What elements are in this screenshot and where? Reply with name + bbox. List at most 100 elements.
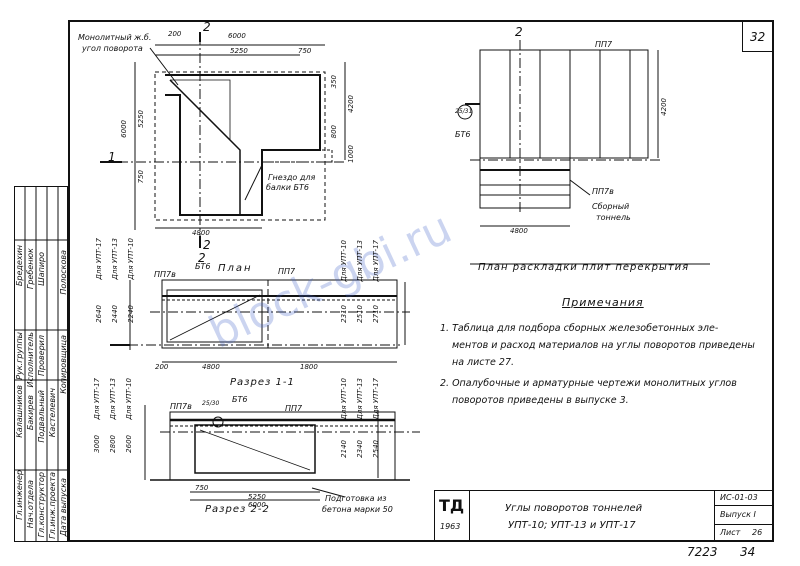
sidebar-name-4: Кастелевич (48, 388, 57, 438)
dim-1000: 1000 (347, 145, 355, 163)
section22-title: Разрез 2-2 (205, 504, 270, 515)
callout-monolith: Монолитный ж.б. (78, 33, 152, 42)
sidebar-name-3: Подвальный (37, 390, 46, 443)
dim-5250: 5250 (230, 47, 248, 55)
sidebar-col2-2: Исполнитель (26, 332, 35, 388)
dim-6000v: 6000 (120, 120, 128, 138)
s22-label-pp7: ПП7 (285, 404, 303, 413)
plan-v-2510: 2510 (356, 305, 364, 323)
s22-note-prep: Подготовка из (325, 494, 387, 503)
slab-label-pp7: ПП7 (595, 40, 613, 49)
s22-dim-3000: 3000 (93, 435, 101, 453)
s22-dim-2540: 2540 (372, 440, 380, 458)
plan-section-mark-2: 2 (198, 251, 206, 265)
slab-layout-title: План раскладки плит перекрытия (478, 262, 690, 273)
callout-socket-2: балки БТ6 (266, 183, 309, 192)
plan-v-2310: 2310 (340, 305, 348, 323)
notes-line-5: поворотов приведены в выпуске 3. (452, 395, 629, 406)
slab-label-pp7b: ПП7в (592, 187, 614, 196)
s22-label-bt6: БТ6 (232, 395, 248, 404)
sheet-frame (68, 20, 774, 542)
plan-label-pp7b: ПП7в (154, 270, 176, 279)
plan-dim-200: 200 (155, 363, 169, 371)
plan-label-pp7: ПП7 (278, 267, 296, 276)
s22-col-upt13-left: Для УПТ-13 (109, 378, 117, 420)
plan-col-upt17-right: Для УПТ-17 (372, 240, 380, 282)
s22-dim-2600: 2600 (125, 435, 133, 453)
sidebar-col3-1: Копировщица (59, 335, 68, 394)
dim-4800: 4800 (192, 229, 210, 237)
sidebar-col2name-3: Шапиро (37, 252, 46, 286)
plan-col-upt17-left: Для УПТ-17 (95, 238, 103, 280)
slab-section-mark-2: 2 (515, 25, 523, 39)
dim-800: 800 (330, 125, 338, 139)
plan-outline (154, 71, 326, 221)
slab-label-bt6: БТ6 (455, 130, 471, 139)
plan-v-2710: 2710 (372, 305, 380, 323)
s22-col-upt17-left: Для УПТ-17 (93, 378, 101, 420)
dim-5250v: 5250 (137, 110, 145, 128)
plan-section-outline (161, 279, 398, 349)
plan-col-upt10-left: Для УПТ-10 (127, 238, 135, 280)
plan-dim-1800: 1800 (300, 363, 318, 371)
plan-col-upt13-right: Для УПТ-13 (356, 240, 364, 282)
s22-dim-5250: 5250 (248, 493, 266, 501)
s22-dim-6000: 6000 (248, 501, 266, 509)
notes-line-1: 1. Таблица для подбора сборных железобет… (440, 323, 719, 334)
s22-dim-750: 750 (195, 484, 209, 492)
dim-6000: 6000 (228, 32, 246, 40)
sidebar-role-5: Дата выпуска (59, 478, 68, 537)
s22-col-upt10-right: Для УПТ-10 (340, 378, 348, 420)
sidebar-role-4: Гл.инж.проекта (48, 472, 57, 539)
title-block-row-1 (714, 490, 774, 506)
sidebar-col2-1: Рук.группы (15, 332, 24, 380)
s22-note-prep-2: бетона марки 50 (322, 505, 393, 514)
s22-col-upt17-right: Для УПТ-17 (372, 378, 380, 420)
sidebar-col2name-1: Бредехин (15, 245, 24, 287)
bottom-page: 34 (740, 545, 756, 559)
plan-v-2640: 2640 (95, 305, 103, 323)
plan-v-2240: 2240 (127, 305, 135, 323)
section-mark-1-left: 1 (108, 150, 116, 164)
section11-title: Разрез 1-1 (230, 377, 295, 388)
plan-col-upt13-left: Для УПТ-13 (111, 238, 119, 280)
dim-750: 750 (298, 47, 312, 55)
title-block-code: ИС-01-03 (720, 493, 758, 502)
dim-750v: 750 (137, 170, 145, 184)
title-block-title-2: УПТ-10; УПТ-13 и УПТ-17 (508, 520, 636, 531)
title-block-sheet-label: Лист (720, 528, 741, 537)
slab-callout-code: 25/31 (455, 108, 473, 115)
title-block-sheet-no: 26 (752, 528, 763, 537)
title-block-issue: Выпуск I (720, 510, 756, 519)
title-block-title-1: Углы поворотов тоннелей (505, 503, 643, 514)
bottom-code: 7223 (687, 545, 718, 559)
plan-title: План (218, 263, 253, 274)
plan-label-bt6: БТ6 (195, 262, 211, 271)
plan-v-2440: 2440 (111, 305, 119, 323)
slab-dim-4200: 4200 (660, 98, 668, 116)
sidebar-col2-3: Проверил (37, 335, 46, 377)
notes-line-3: на листе 27. (452, 357, 515, 368)
dim-200: 200 (168, 30, 182, 38)
s22-callout-code: 25/30 (202, 400, 220, 407)
section-mark-2-bottom: 2 (203, 238, 211, 252)
sidebar-role-3: Гл.конструктор (37, 472, 46, 538)
sidebar-name-2: Бакирев (26, 395, 35, 431)
sidebar-col2name-2: Гребенюк (26, 248, 35, 290)
slab-label-assembled: Сборный (592, 202, 630, 211)
title-block-year: 1963 (440, 522, 461, 531)
callout-monolith-2: угол поворота (82, 44, 143, 53)
sidebar-col3name-1: Полоскова (59, 250, 68, 295)
plan-col-upt10-right: Для УПТ-10 (340, 240, 348, 282)
s22-dim-2800: 2800 (109, 435, 117, 453)
stamp-sidebar (14, 186, 68, 542)
slab-label-tunnel: тоннель (596, 213, 631, 222)
title-block-row-3 (714, 524, 774, 542)
title-block-logo-cell (434, 490, 470, 542)
page-number-box (742, 20, 774, 52)
sidebar-role-1: Гл.инженер (15, 470, 24, 520)
page-number: 32 (750, 30, 766, 44)
s22-dim-2340: 2340 (356, 440, 364, 458)
slab-layout-outline (479, 49, 649, 159)
